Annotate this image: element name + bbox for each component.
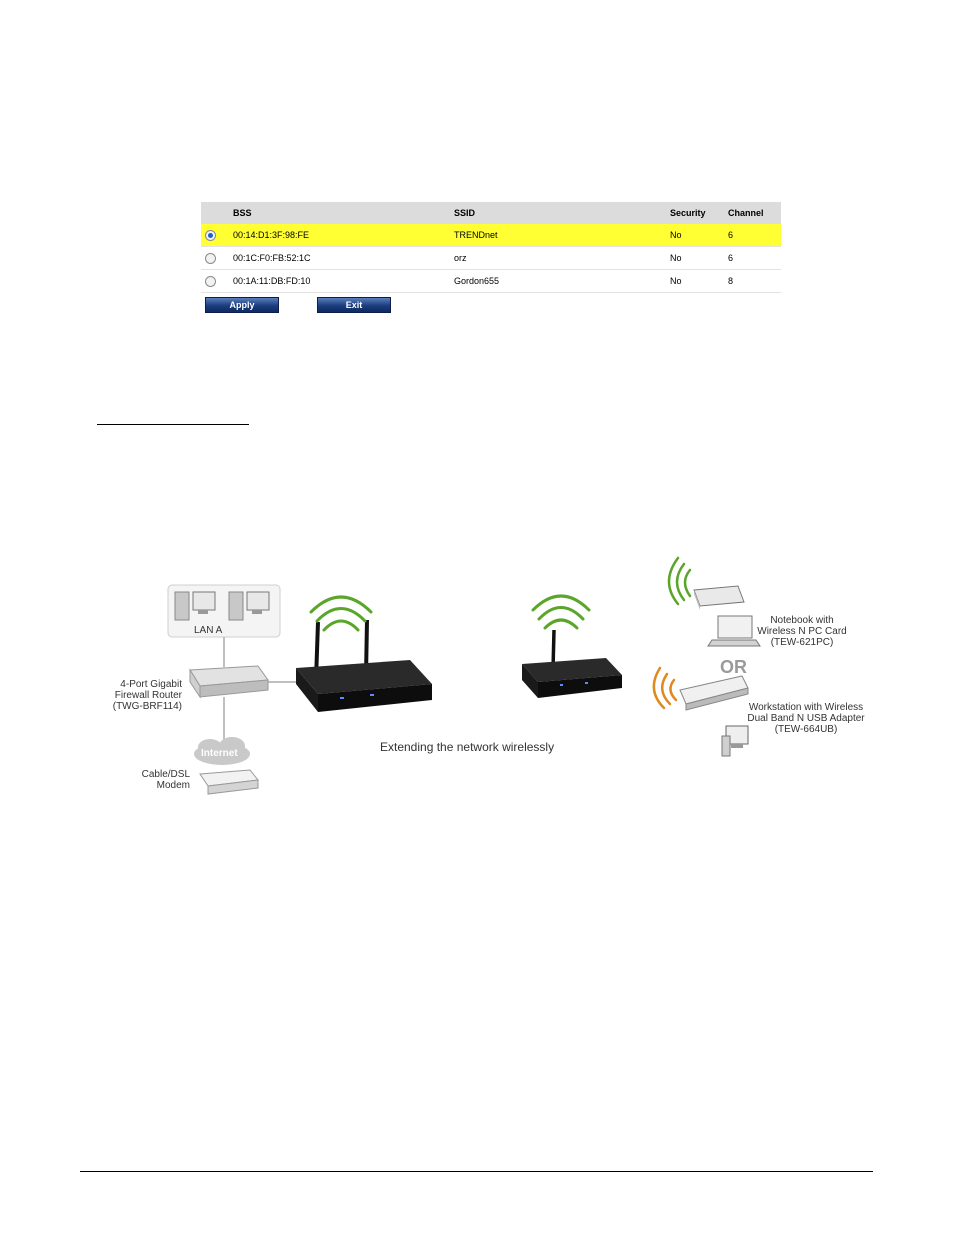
network-radio[interactable]	[205, 252, 216, 264]
channel-cell: 6	[725, 246, 781, 270]
wifi-signal-icon	[652, 666, 678, 710]
channel-cell: 6	[725, 224, 781, 247]
wireless-router-left-icon	[296, 619, 432, 712]
workstation-label: Workstation with Wireless Dual Band N US…	[747, 702, 865, 735]
lan-pc-icon	[228, 591, 270, 621]
workstation-icon	[721, 725, 749, 757]
modem-icon	[199, 769, 259, 795]
internet-label: Internet	[201, 748, 238, 759]
notebook-icon	[707, 615, 761, 647]
table-row[interactable]: 00:1C:F0:FB:52:1C orz No 6	[201, 246, 781, 270]
firewall-router-icon	[189, 665, 269, 699]
table-row[interactable]: 00:1A:11:DB:FD:10 Gordon655 No 8	[201, 269, 781, 293]
wireless-router-right-icon	[522, 629, 622, 698]
footer-rule	[80, 1171, 873, 1172]
bss-column-header: BSS	[230, 202, 451, 224]
site-survey-table: BSS SSID Security Channel 00:14:D1:3F:98…	[201, 202, 781, 293]
usb-adapter-icon	[679, 675, 749, 711]
apply-button[interactable]: Apply	[205, 297, 279, 313]
pc-card-icon	[693, 585, 745, 610]
ssid-cell: orz	[451, 246, 667, 270]
router-label: 4-Port Gigabit Firewall Router (TWG-BRF1…	[112, 679, 182, 712]
site-survey-panel: BSS SSID Security Channel 00:14:D1:3F:98…	[201, 202, 781, 313]
lan-label: LAN A	[194, 625, 223, 636]
bss-cell: 00:1A:11:DB:FD:10	[230, 269, 451, 293]
ssid-cell: TRENDnet	[451, 224, 667, 247]
survey-buttons: Apply Exit	[201, 297, 781, 313]
wifi-signal-icon	[309, 595, 373, 632]
or-label: OR	[720, 657, 747, 677]
exit-button[interactable]: Exit	[317, 297, 391, 313]
network-radio[interactable]	[205, 275, 216, 287]
modem-label: Cable/DSL Modem	[141, 769, 190, 791]
security-column-header: Security	[667, 202, 725, 224]
channel-cell: 8	[725, 269, 781, 293]
bss-cell: 00:1C:F0:FB:52:1C	[230, 246, 451, 270]
ssid-cell: Gordon655	[451, 269, 667, 293]
network-radio-selected[interactable]	[205, 229, 216, 241]
channel-column-header: Channel	[725, 202, 781, 224]
diagram-caption: Extending the network wirelessly	[380, 740, 555, 754]
ssid-column-header: SSID	[451, 202, 667, 224]
notebook-label: Notebook with Wireless N PC Card (TEW-62…	[757, 615, 847, 648]
select-column-header	[201, 202, 230, 224]
internet-cloud-icon	[194, 737, 250, 765]
lan-pc-icon	[174, 591, 216, 621]
bss-cell: 00:14:D1:3F:98:FE	[230, 224, 451, 247]
security-cell: No	[667, 246, 725, 270]
table-row[interactable]: 00:14:D1:3F:98:FE TRENDnet No 6	[201, 224, 781, 247]
security-cell: No	[667, 269, 725, 293]
wifi-signal-icon	[667, 556, 692, 606]
security-cell: No	[667, 224, 725, 247]
section-heading-underline	[97, 424, 249, 425]
table-header-row: BSS SSID Security Channel	[201, 202, 781, 224]
wifi-signal-icon	[531, 594, 591, 630]
